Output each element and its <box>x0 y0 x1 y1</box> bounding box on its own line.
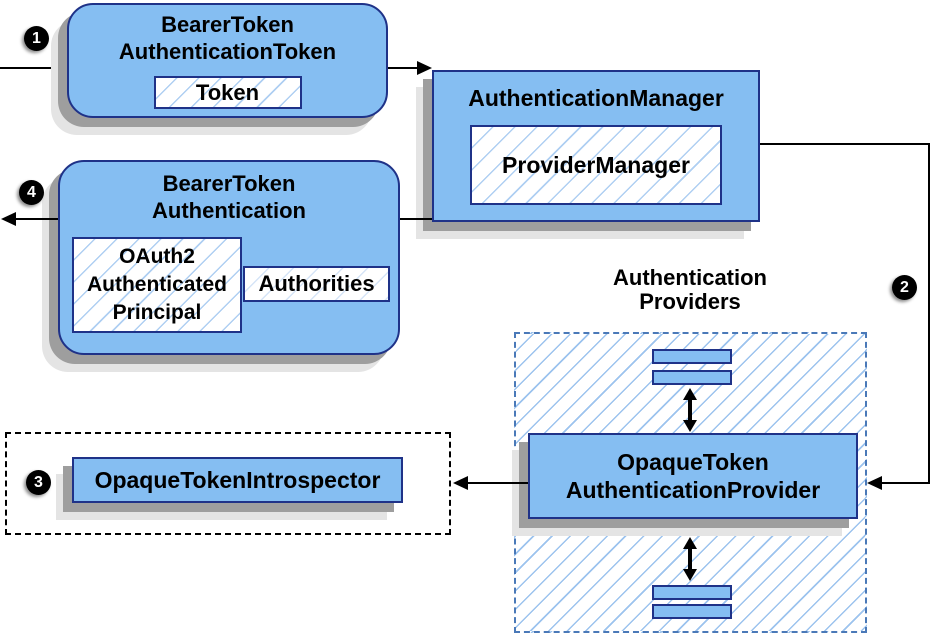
arrowhead-left-icon <box>453 476 468 490</box>
title-line: Authentication <box>152 198 306 223</box>
arrowhead-right-icon <box>417 61 432 75</box>
arrowhead-left-icon <box>1 212 16 226</box>
bearer-token-authentication-token-node: BearerToken AuthenticationToken Token <box>67 3 388 118</box>
step3-badge: 3 <box>26 470 51 495</box>
authentication-manager-title: AuthenticationManager <box>468 85 724 111</box>
title-line: AuthenticationProvider <box>565 477 821 503</box>
title-line: OpaqueToken <box>617 449 769 475</box>
authentication-manager-node: AuthenticationManager ProviderManager <box>432 70 760 222</box>
title-line: AuthenticationToken <box>118 39 337 64</box>
flow-line-step1 <box>0 67 67 69</box>
authentication-providers-container: OpaqueToken AuthenticationProvider <box>514 332 867 633</box>
flow-line-token-to-manager <box>388 67 419 69</box>
arrow-stem <box>688 400 692 420</box>
authentication-providers-label: Authentication Providers <box>555 266 825 314</box>
provider-bar <box>652 370 732 385</box>
inner-label-line: OAuth2 <box>119 245 195 268</box>
flow-line-step2-top <box>760 143 930 145</box>
flow-line-step4 <box>13 218 58 220</box>
provider-bar <box>652 585 732 600</box>
token-box: Token <box>153 76 302 109</box>
arrowhead-up-icon <box>683 388 697 400</box>
flow-line-step2-right <box>928 143 930 484</box>
double-arrow-icon <box>682 537 698 581</box>
label-line: Authentication <box>613 265 767 290</box>
flow-line-manager-to-authentication <box>400 218 432 220</box>
bearer-token-authentication-token-title: BearerToken AuthenticationToken <box>69 11 386 65</box>
inner-label-line: Authenticated <box>86 273 227 296</box>
arrowhead-left-icon <box>867 476 882 490</box>
opaque-token-introspector-node: OpaqueTokenIntrospector <box>72 457 403 503</box>
step4-badge: 4 <box>19 180 44 205</box>
bearer-token-authentication-node: BearerToken Authentication OAuth2 Authen… <box>58 160 400 355</box>
title-line: BearerToken <box>162 171 296 196</box>
flow-line-step2-bottom <box>881 482 930 484</box>
step2-badge: 2 <box>892 275 917 300</box>
opaque-token-introspector-container: 3 OpaqueTokenIntrospector <box>5 432 451 535</box>
opaque-token-authentication-provider-title: OpaqueToken AuthenticationProvider <box>566 448 820 504</box>
provider-bar <box>652 604 732 619</box>
arrowhead-up-icon <box>683 537 697 549</box>
label-line: Providers <box>639 289 741 314</box>
arrow-stem <box>688 549 692 569</box>
title-line: BearerToken <box>161 12 294 37</box>
bearer-token-authentication-title: BearerToken Authentication <box>60 170 398 224</box>
flow-line-step3 <box>466 482 528 484</box>
step1-badge: 1 <box>24 26 49 51</box>
arrowhead-down-icon <box>683 420 697 432</box>
authorities-box: Authorities <box>243 266 390 302</box>
oauth2-authenticated-principal-box: OAuth2 Authenticated Principal <box>72 237 242 333</box>
inner-label-line: Principal <box>112 301 202 324</box>
opaque-token-authentication-provider-node: OpaqueToken AuthenticationProvider <box>528 433 858 519</box>
arrowhead-down-icon <box>683 569 697 581</box>
provider-bar <box>652 349 732 364</box>
double-arrow-icon <box>682 388 698 432</box>
provider-manager-box: ProviderManager <box>470 125 722 205</box>
